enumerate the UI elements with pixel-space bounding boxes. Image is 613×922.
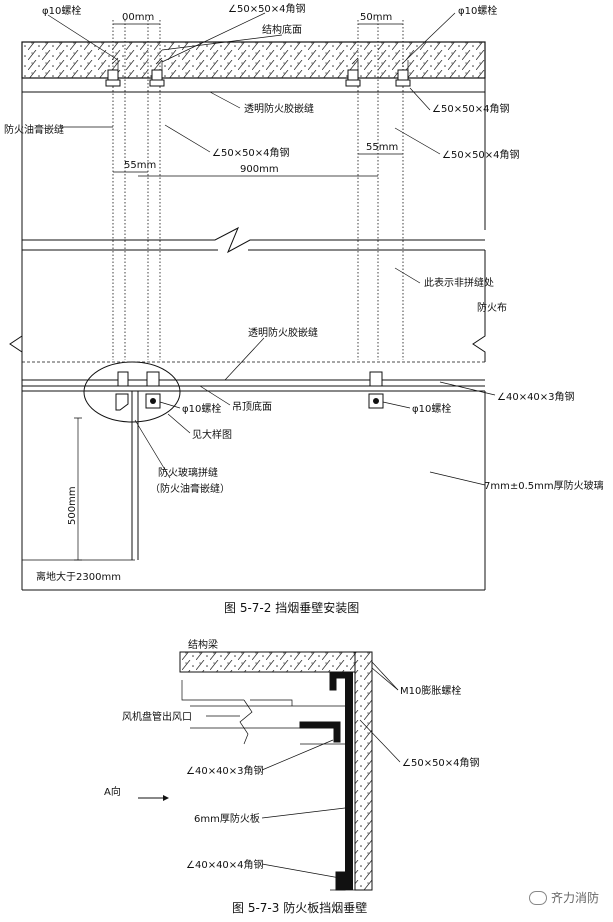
leaders [47, 12, 496, 486]
label-non-joint: 此表示非拼缝处 [424, 276, 494, 289]
label-ceiling-bottom: 吊顶底面 [232, 400, 272, 413]
label-transparent-joint-2: 透明防火胶嵌缝 [248, 326, 318, 339]
label-detail-ref: 见大样图 [192, 428, 232, 441]
bottom-bolts [115, 371, 384, 411]
break-zig-right [472, 250, 486, 362]
detail-ellipse [83, 361, 181, 423]
label-asphalt-joint: 防火油膏嵌缝 [4, 123, 64, 136]
label-bolt-bottom-right: φ10螺栓 [412, 402, 451, 415]
label-angle-40: ∠40×40×3角钢 [497, 390, 575, 403]
label-glass-joint: 防火玻璃拼缝 [158, 466, 218, 479]
label-angle-left-mid: ∠50×50×4角钢 [212, 146, 290, 159]
watermark-text: 齐力消防 [550, 891, 599, 905]
break-zig-left [9, 250, 23, 362]
label-dim-500: 500mm [67, 486, 78, 525]
label-dim-top-right: 50mm [360, 12, 392, 23]
concrete-slab [21, 41, 486, 79]
label-fire-cloth: 防火布 [477, 301, 507, 314]
label-bolt-bottom-left: φ10螺栓 [182, 402, 221, 415]
angle-steel-top [329, 671, 346, 691]
break-line-upper [22, 226, 485, 254]
label-fan-outlet: 风机盘管出风口 [122, 710, 192, 723]
beam-column [354, 651, 373, 891]
angle-40x3 [299, 721, 341, 743]
figure-installation: φ10螺栓 00mm ∠50×50×4角钢 50mm φ10螺栓 结构底面 防火… [4, 2, 604, 615]
label-bolt-top-left: φ10螺栓 [42, 4, 81, 17]
label-expansion-bolt: M10膨胀螺栓 [400, 684, 461, 697]
fire-board [345, 672, 353, 890]
label-angle-40x4: ∠40×40×4角钢 [186, 858, 264, 871]
label-dim-top-left: 00mm [122, 12, 154, 23]
label-angle-50: ∠50×50×4角钢 [402, 756, 480, 769]
figure-fireboard: 结构梁 M10膨胀螺栓 风机盘管出风口 ∠50×50×4角钢 ∠40×40×3角… [104, 638, 480, 915]
label-angle-right-1: ∠50×50×4角钢 [432, 102, 510, 115]
label-dim-55-right: 55mm [366, 142, 398, 153]
watermark: 齐力消防 [528, 889, 599, 906]
label-angle-right-2: ∠50×50×4角钢 [442, 148, 520, 161]
label-glass: 7mm±0.5mm厚防火玻璃 [484, 479, 604, 492]
angle-40x4 [335, 871, 346, 891]
label-dim-55-left: 55mm [124, 160, 156, 171]
label-angle-40x3: ∠40×40×3角钢 [186, 764, 264, 777]
caption-fig2: 图 5-7-3 防火板挡烟垂壁 [232, 900, 367, 915]
label-bolt-top-right: φ10螺栓 [458, 4, 497, 17]
label-angle-top: ∠50×50×4角钢 [228, 2, 306, 15]
label-glass-joint-sub: （防火油膏嵌缝） [150, 482, 230, 495]
label-beam: 结构梁 [188, 638, 218, 651]
label-transparent-joint: 透明防火胶嵌缝 [244, 102, 314, 115]
chat-bubble-icon [528, 890, 547, 905]
label-board: 6mm厚防火板 [194, 812, 260, 825]
caption-fig1: 图 5-7-2 挡烟垂壁安装图 [224, 600, 359, 615]
label-view-a: A向 [104, 785, 121, 798]
label-structure-bottom: 结构底面 [262, 23, 302, 36]
structural-beam [179, 651, 356, 673]
dimensions [22, 23, 403, 561]
label-dim-900: 900mm [240, 164, 279, 175]
top-bolts [105, 57, 411, 87]
label-height: 离地大于2300mm [36, 570, 121, 583]
